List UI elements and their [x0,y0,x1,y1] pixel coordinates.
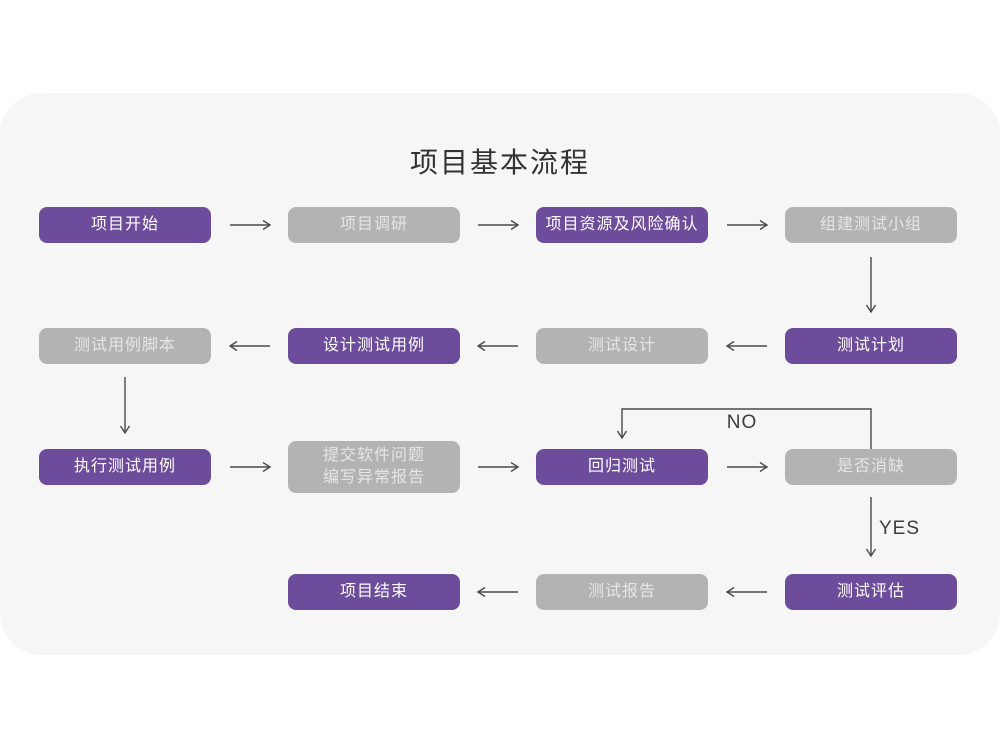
branch-label-yes: YES [879,518,921,539]
flow-node-test-case-script: 测试用例脚本 [39,328,211,364]
flow-node-defect-resolved: 是否消缺 [785,449,957,485]
flow-node-execute-test-cases: 执行测试用例 [39,449,211,485]
flow-node-project-end: 项目结束 [288,574,460,610]
flow-node-test-design: 测试设计 [536,328,708,364]
flowchart-card [0,93,1000,655]
page-title: 项目基本流程 [409,147,590,178]
flow-node-test-evaluation: 测试评估 [785,574,957,610]
flow-node-project-research: 项目调研 [288,207,460,243]
flow-node-test-plan: 测试计划 [785,328,957,364]
flow-node-submit-issues: 提交软件问题 编写异常报告 [288,441,460,493]
flow-node-resource-risk-confirm: 项目资源及风险确认 [536,207,708,243]
branch-label-no: NO [726,412,758,433]
flow-node-regression-test: 回归测试 [536,449,708,485]
flow-node-design-test-cases: 设计测试用例 [288,328,460,364]
flow-node-project-start: 项目开始 [39,207,211,243]
flow-node-build-test-team: 组建测试小组 [785,207,957,243]
arrow-no-loop [616,408,872,449]
flow-node-test-report: 测试报告 [536,574,708,610]
